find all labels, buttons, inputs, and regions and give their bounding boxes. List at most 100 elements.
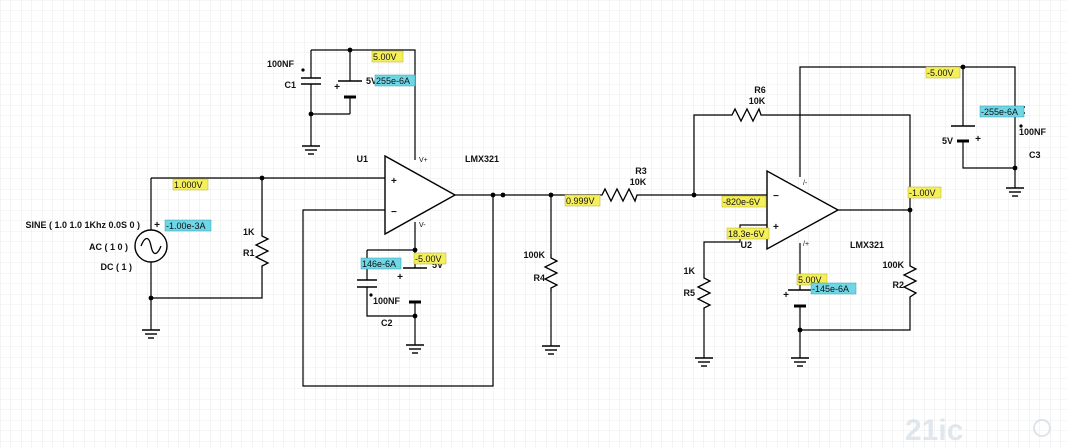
opamp-u2: − + [766,169,840,251]
u2-minus-sign: − [773,191,779,202]
svg-text:18.3e-6V: 18.3e-6V [728,229,765,239]
u2-vminus-pin: /- [803,180,808,187]
resistor-r1 [254,232,270,268]
probe-r3-voltage: 0.999V [564,194,601,207]
resistor-r2 [902,262,918,300]
battery-b3 [788,289,812,308]
probe-u2-vplus-current: -145e-6A [810,282,857,295]
r5-ref: R5 [683,288,695,298]
probe-u2-vminus-voltage: -5.00V [925,66,961,79]
source-dc-params: DC ( 1 ) [101,262,133,272]
r3-ref: R3 [635,166,647,176]
b3-plus-sign: + [783,290,789,301]
u1-part: LMX321 [465,154,499,164]
c1-polarity-dot [301,68,305,72]
probe-source-current: -1.00e-3A [164,219,212,232]
svg-text:5.00V: 5.00V [798,275,822,285]
resistors [254,107,918,310]
u2-vplus-pin: /+ [803,241,809,248]
b1-value: 5V [366,76,377,86]
r6-value: 10K [749,96,766,106]
b2-plus-sign: + [397,272,403,283]
c2-ref: C2 [381,318,393,328]
svg-text:-255e-6A: -255e-6A [981,107,1018,117]
probe-b1-current: 255e-6A [374,74,416,87]
r3-value: 10K [630,177,647,187]
ground-symbols [142,145,1024,367]
svg-text:-1.00e-3A: -1.00e-3A [166,221,206,231]
c3-value: 100NF [1019,127,1047,137]
svg-text:-145e-6A: -145e-6A [812,284,849,294]
sine-source [134,229,168,263]
ground-u2 [791,357,809,367]
ground-source [142,329,160,339]
ground-r5 [695,357,713,367]
battery-b2 [403,267,427,304]
resistor-r6 [728,107,762,123]
svg-text:-1.00V: -1.00V [909,188,936,198]
u1-ref: U1 [356,154,368,164]
battery-b1 [338,80,362,99]
r6-ref: R6 [754,85,766,95]
ground-c1 [302,145,320,155]
capacitor-c2 [357,279,377,288]
c1-value: 100NF [267,59,295,69]
ground-c3 [1006,187,1024,197]
watermark-logo: 21ic [905,414,1051,447]
resistor-r5 [696,274,712,310]
svg-text:255e-6A: 255e-6A [376,76,410,86]
capacitor-c1 [301,77,321,85]
ground-c2 [406,344,424,354]
b4-value: 5V [942,136,953,146]
svg-text:0.999V: 0.999V [566,196,595,206]
c2-polarity-dot [369,293,373,297]
probe-input-voltage: 1.000V [172,178,209,191]
svg-text:1.000V: 1.000V [174,180,203,190]
r5-value: 1K [683,266,695,276]
b1-plus-sign: + [334,82,340,93]
ground-r4 [542,345,560,355]
r1-value: 1K [243,227,255,237]
source-ac-params: AC ( 1 0 ) [89,242,128,252]
source-plus-sign: + [154,220,160,231]
battery-b4 [951,125,975,143]
u2-plus-sign: + [773,222,779,233]
svg-text:-5.00V: -5.00V [415,254,442,264]
svg-text:5.00V: 5.00V [373,52,397,62]
u2-ref: U2 [740,240,752,250]
r4-ref: R4 [533,273,545,283]
probe-c2-current: 146e-6A [360,257,402,270]
u1-vplus-pin: V+ [419,157,428,164]
probe-u2-noninverting-voltage: 18.3e-6V [726,227,770,240]
b4-plus-sign: + [975,134,981,145]
u1-vminus-pin: V- [419,222,426,229]
r2-ref: R2 [892,280,904,290]
c2-value: 100NF [373,296,401,306]
c1-ref: C1 [284,80,296,90]
svg-text:146e-6A: 146e-6A [362,259,396,269]
probe-c3-current: -255e-6A [979,105,1025,118]
probe-u2-inverting-voltage: -820e-6V [721,195,767,208]
resistor-r3 [598,187,640,203]
r1-ref: R1 [243,248,255,258]
u1-plus-sign: + [391,176,397,187]
wires [150,49,1016,387]
r2-value: 100K [882,260,904,270]
opamp-u1: + − [384,154,457,236]
svg-text:-5.00V: -5.00V [927,68,954,78]
r4-value: 100K [523,250,545,260]
probe-output-voltage: -1.00V [907,186,942,199]
probe-c1-top-voltage: 5.00V [371,50,404,63]
junctions [148,47,1018,333]
svg-text:21ic: 21ic [905,414,963,447]
c3-ref: C3 [1029,150,1041,160]
svg-text:-820e-6V: -820e-6V [723,197,760,207]
b2-value: 5V [432,260,443,270]
resistor-r4 [543,254,559,292]
c3-polarity-dot [1019,124,1023,128]
u1-minus-sign: − [391,207,397,218]
probe-u1-vminus-voltage: -5.00V [413,252,447,265]
source-sine-params: SINE ( 1.0 1.0 1Khz 0.0S 0 ) [25,220,140,230]
u2-part: LMX321 [850,240,884,250]
